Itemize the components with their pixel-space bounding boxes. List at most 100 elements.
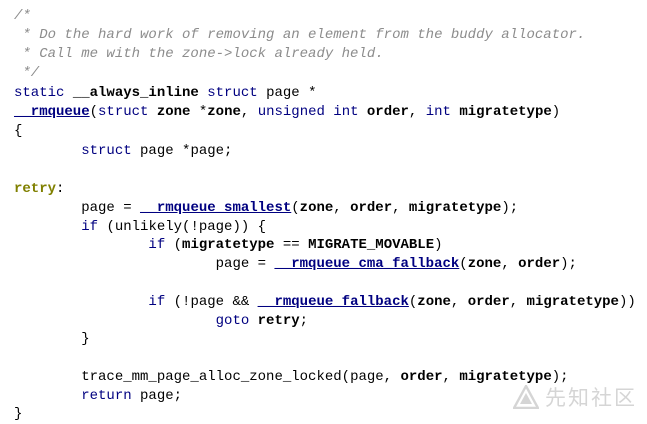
code-token: struct [98,104,157,120]
code-token: , [240,104,258,120]
code-indent [14,143,81,159]
code-line: goto retry; [14,312,308,331]
code-token: zone [299,200,334,216]
code-token: migratetype [182,237,275,253]
code-line: } [14,330,90,349]
code-line: page = __rmqueue_cma_fallback(zone, orde… [14,255,577,274]
code-token: , [333,200,351,216]
code-token: migratetype [459,104,552,120]
code-line: __rmqueue(struct zone *zone, unsigned in… [14,103,560,122]
code-token: migratetype [408,200,502,216]
code-token: order [400,369,443,385]
code-token: , [450,294,468,310]
code-token: static [14,85,73,101]
code-token: unsigned int [257,104,367,120]
code-indent [14,294,148,310]
code-indent [14,388,81,404]
code-indent [14,331,81,347]
code-line: static __always_inline struct page * [14,84,316,103]
code-indent [14,313,216,329]
code-token: migratetype [459,369,552,385]
code-token: struct [198,85,267,101]
code-token: (unlikely(!page)) { [106,219,267,235]
code-indent [14,200,81,216]
code-token: , [392,200,409,216]
code-token: page; [140,388,183,404]
watermark-text: 先知社区 [545,386,637,410]
code-line: if (!page && __rmqueue_fallback(zone, or… [14,293,636,312]
code-token: MIGRATE_MOVABLE [308,237,435,253]
code-token: __rmqueue_cma_fallback [274,256,460,272]
code-token: __rmqueue_fallback [257,294,409,310]
code-token: order [518,256,561,272]
code-token: ); [501,200,519,216]
code-token: zone [417,294,451,310]
code-token: ( [459,256,468,272]
code-line: } [14,405,22,424]
code-line: { [14,122,22,141]
code-token: , [408,104,426,120]
code-token: /* [14,8,31,24]
code-token: , [501,256,519,272]
code-token: order [366,104,409,120]
code-token: return [81,388,141,404]
code-token: __rmqueue_smallest [140,200,292,216]
code-token: if [148,237,174,253]
code-token: * Call me with the zone->lock already he… [22,46,384,62]
code-token: zone [156,104,191,120]
code-token: * Do the hard work of removing an elemen… [22,27,586,43]
code-line: * Call me with the zone->lock already he… [14,45,384,64]
code-token: migratetype [526,294,619,310]
code-token: ( [173,237,183,253]
code-token: ; [299,313,309,329]
code-token: , [442,369,460,385]
code-token: { [14,123,23,139]
code-line: return page; [14,387,182,406]
code-token: goto [215,313,258,329]
code-token: __always_inline [72,85,199,101]
xianzhi-logo-icon [513,385,539,409]
code-line: */ [14,64,39,83]
code-line: if (migratetype == MIGRATE_MOVABLE) [14,236,443,255]
code-token: */ [22,65,40,81]
code-token: } [14,406,23,422]
code-token: order [350,200,393,216]
code-token: zone [207,104,241,120]
code-line: /* [14,7,31,26]
code-token: ); [551,369,569,385]
code-token: int [425,104,460,120]
code-line: page = __rmqueue_smallest(zone, order, m… [14,199,518,218]
code-token: page = [81,200,141,216]
code-line: trace_mm_page_alloc_zone_locked(page, or… [14,368,569,387]
code-token: order [467,294,510,310]
watermark: 先知社区 [513,382,637,412]
code-token: ( [291,200,300,216]
code-indent [14,237,148,253]
code-token: } [81,331,90,347]
code-line: retry: [14,180,64,199]
code-token: == [274,237,309,253]
code-indent [14,256,216,272]
code-token: page * [266,85,317,101]
code-token: retry [14,181,57,197]
code-token: if [148,294,174,310]
code-indent [14,219,81,235]
code-line: * Do the hard work of removing an elemen… [14,26,585,45]
code-token: __rmqueue [14,104,90,120]
code-token: )) [618,294,636,310]
code-token: trace_mm_page_alloc_zone_locked(page, [81,369,401,385]
code-token: : [56,181,65,197]
code-token: ); [560,256,577,272]
code-token: page *page; [140,143,233,159]
code-token: retry [257,313,300,329]
code-token: , [509,294,527,310]
code-token: ) [434,237,443,253]
code-line: struct page *page; [14,142,232,161]
code-token: ( [89,104,99,120]
code-token: (!page && [173,294,258,310]
code-token: * [190,104,208,120]
code-token: ) [551,104,561,120]
code-line: if (unlikely(!page)) { [14,218,266,237]
code-token: ( [408,294,418,310]
